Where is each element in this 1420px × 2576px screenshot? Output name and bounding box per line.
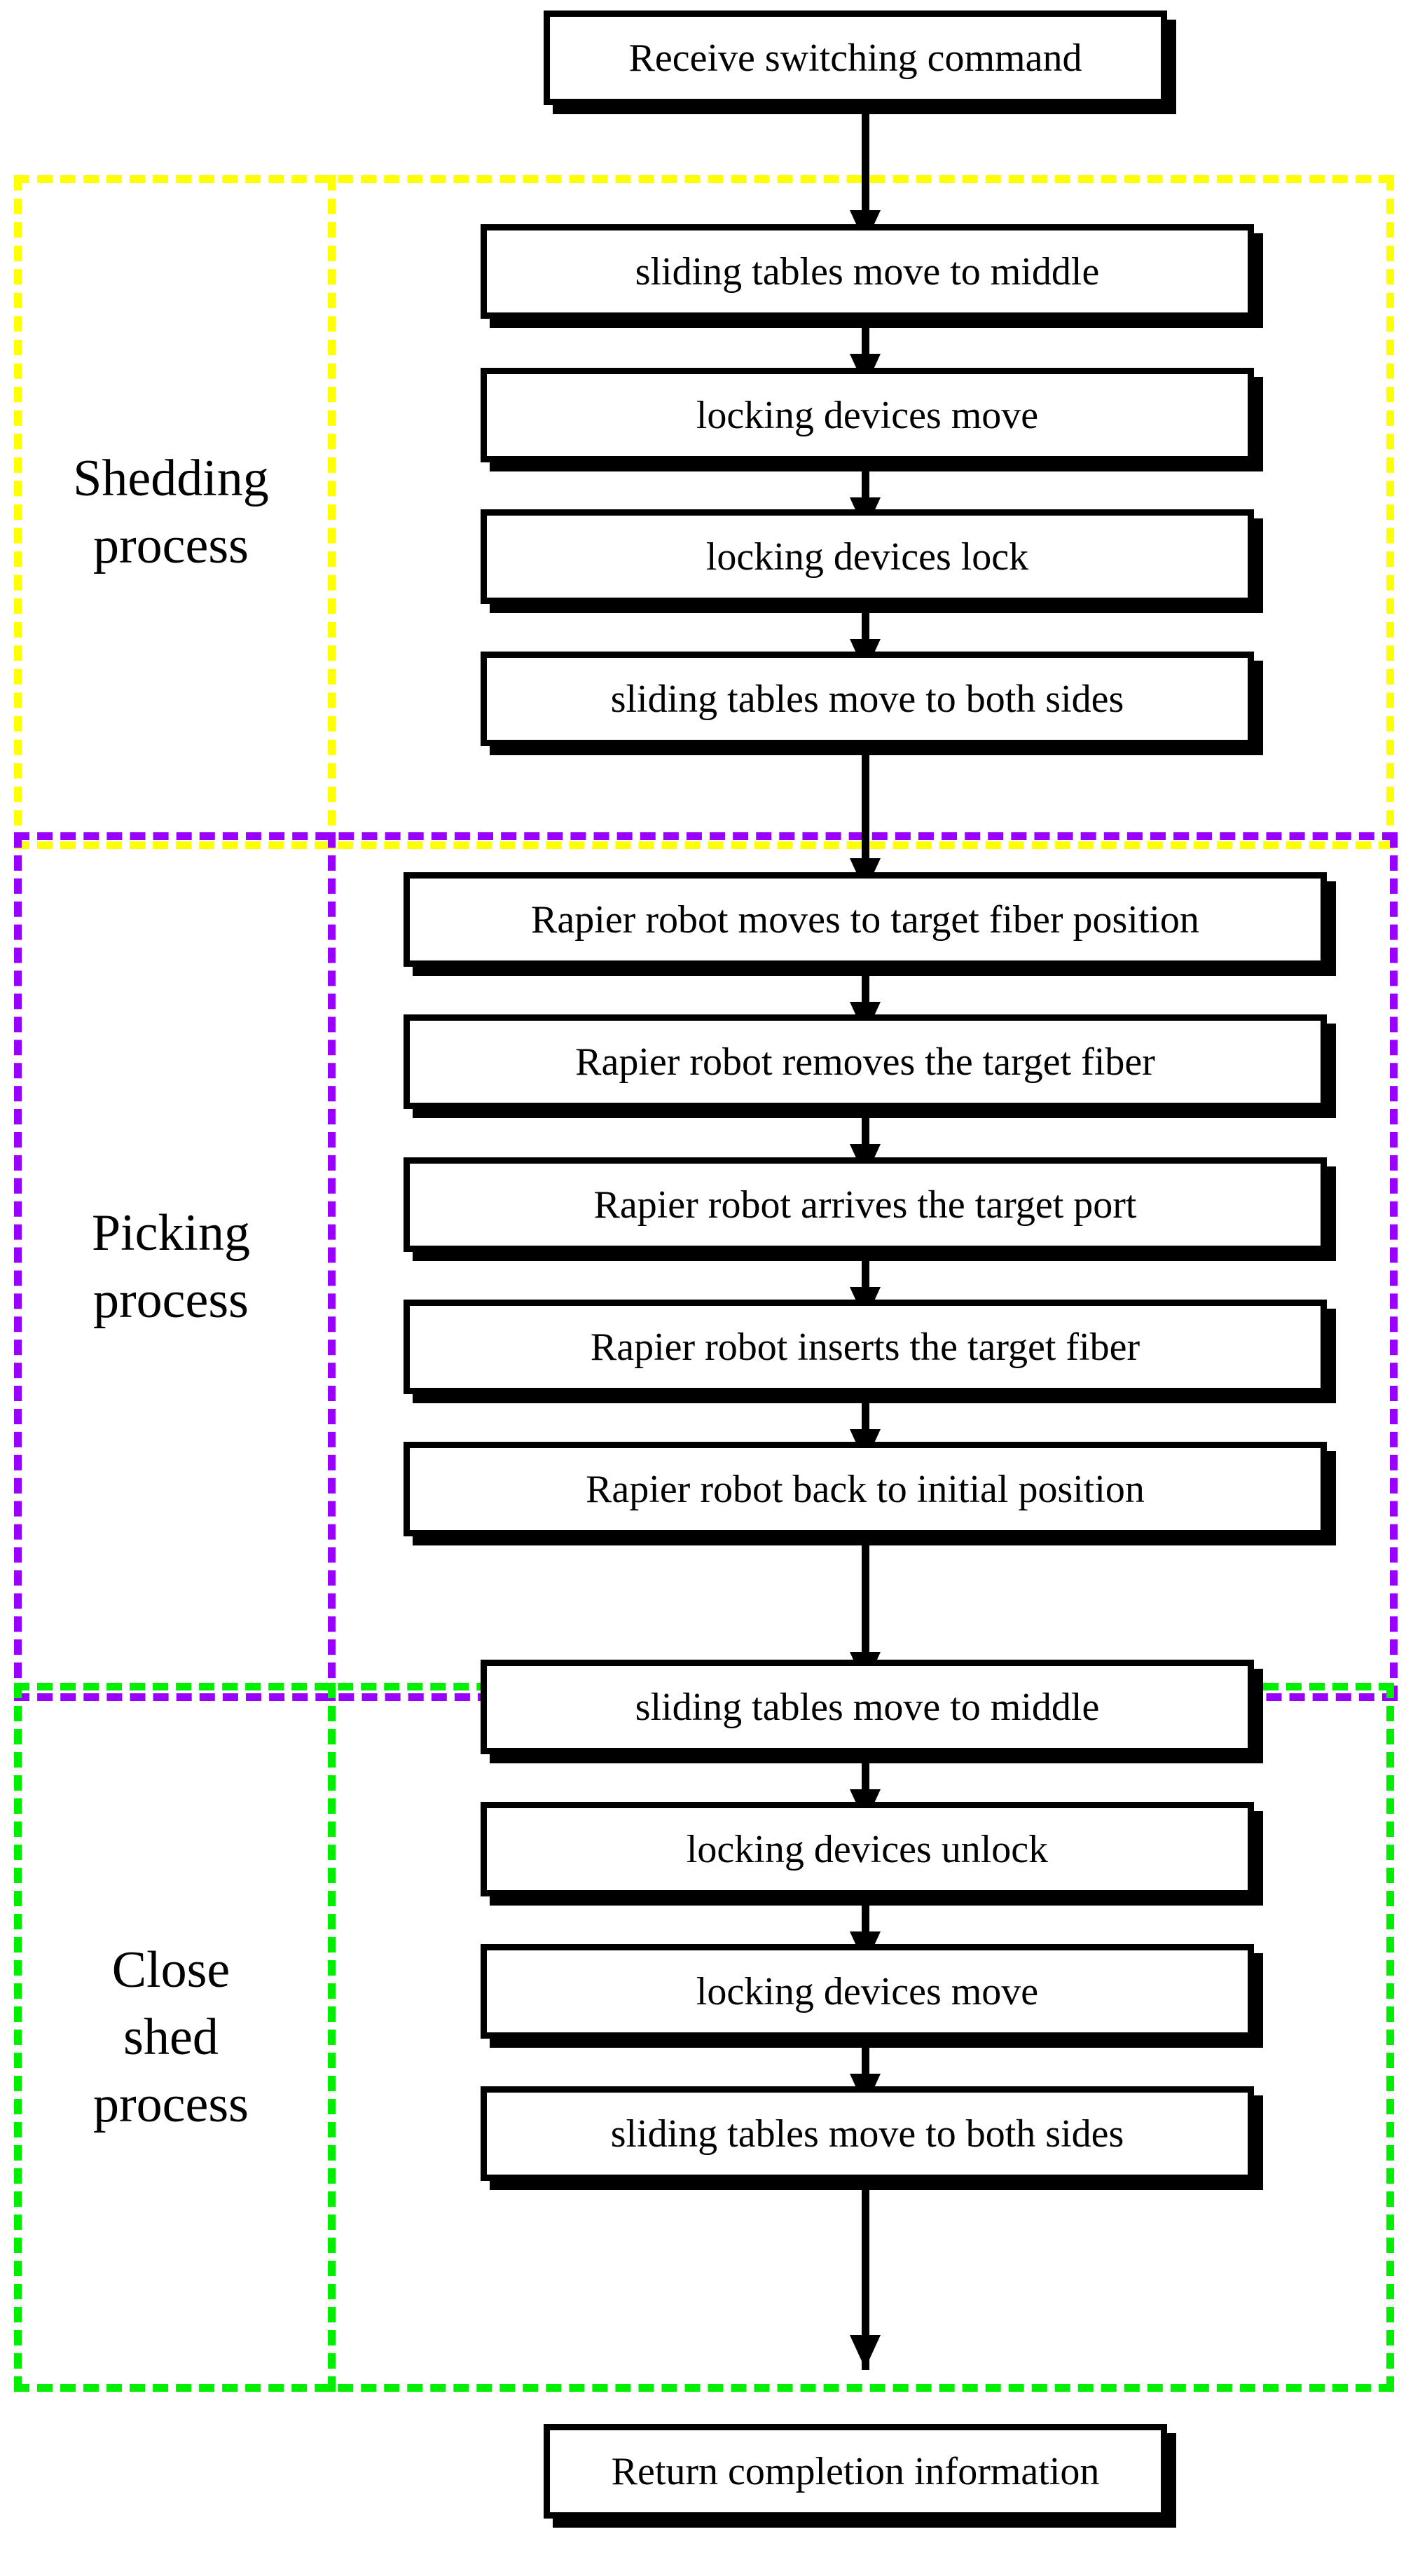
node-shedding-step-2[interactable]: locking devices move [481,368,1254,462]
node-label: locking devices move [696,1969,1039,2013]
node-label: locking devices move [696,393,1039,437]
node-label: Rapier robot back to initial position [586,1467,1145,1511]
connector-line-10 [862,1536,869,1687]
node-label: sliding tables move to both sides [610,677,1124,721]
node-label: Return completion information [611,2449,1100,2493]
node-close-shed-step-1[interactable]: sliding tables move to middle [481,1660,1254,1754]
node-close-shed-step-2[interactable]: locking devices unlock [481,1802,1254,1896]
node-label: sliding tables move to middle [635,249,1100,294]
node-close-shed-step-3[interactable]: locking devices move [481,1944,1254,2039]
connector-arrow-14 [850,2335,881,2369]
node-label: Rapier robot inserts the target fiber [590,1325,1140,1369]
node-receive-switching-command[interactable]: Receive switching command [544,11,1167,105]
picking-inner-divider [328,832,336,1701]
node-shedding-step-4[interactable]: sliding tables move to both sides [481,652,1254,746]
node-close-shed-step-4[interactable]: sliding tables move to both sides [481,2086,1254,2181]
picking-group-label: Picking process [14,832,328,1701]
shedding-group-label: Shedding process [14,175,328,849]
node-shedding-step-3[interactable]: locking devices lock [481,509,1254,604]
node-label: Rapier robot arrives the target port [593,1183,1137,1227]
close-shed-inner-divider [328,1683,336,2392]
connector-line-14 [862,2181,869,2370]
node-shedding-step-1[interactable]: sliding tables move to middle [481,224,1254,319]
node-label: sliding tables move to middle [635,1685,1100,1729]
close-shed-label-line-3: process [93,2076,249,2134]
shedding-inner-divider [328,175,336,849]
close-shed-group-label: Close shed process [14,1683,328,2392]
node-picking-step-3[interactable]: Rapier robot arrives the target port [404,1157,1327,1252]
node-picking-step-1[interactable]: Rapier robot moves to target fiber posit… [404,872,1327,967]
node-return-completion-information[interactable]: Return completion information [544,2424,1167,2519]
node-label: Rapier robot moves to target fiber posit… [531,897,1199,942]
node-picking-step-2[interactable]: Rapier robot removes the target fiber [404,1014,1327,1109]
node-label: locking devices lock [705,535,1029,579]
node-picking-step-5[interactable]: Rapier robot back to initial position [404,1442,1327,1536]
close-shed-label-line-2: shed [123,2008,219,2066]
shedding-label-line-2: process [93,517,249,574]
node-label: sliding tables move to both sides [610,2112,1124,2156]
process-group-shedding: Shedding process [14,175,1394,849]
picking-label-line-2: process [93,1272,249,1329]
connector-line-1 [862,105,869,245]
node-label: Rapier robot removes the target fiber [575,1040,1155,1084]
picking-label-line-1: Picking [91,1204,251,1262]
node-picking-step-4[interactable]: Rapier robot inserts the target fiber [404,1300,1327,1394]
close-shed-label-line-1: Close [111,1941,230,1999]
node-label: Receive switching command [628,36,1082,80]
connector-line-5 [862,746,869,893]
shedding-label-line-1: Shedding [73,449,269,507]
node-label: locking devices unlock [686,1827,1049,1871]
shedding-dashed-frame [14,175,1394,849]
